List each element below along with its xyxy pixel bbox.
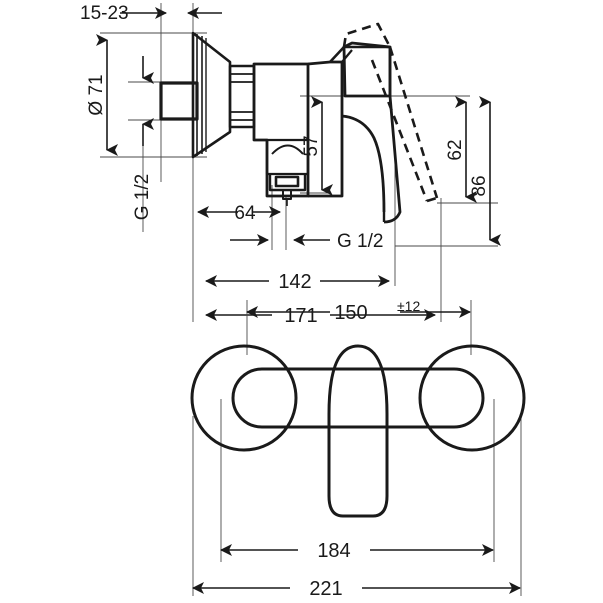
dimension-drop-86: 86 xyxy=(469,96,501,246)
bottom-fitting-inner xyxy=(274,175,300,188)
dimension-body-depth-64: 64 xyxy=(197,203,281,224)
left-escutcheon-circle xyxy=(190,344,298,452)
dimension-outlet-thread: G 1/2 xyxy=(293,231,383,252)
cartridge-curve xyxy=(271,144,304,155)
body-outlet-profile xyxy=(383,95,402,224)
dimension-escutcheon-diameter: Ø 71 xyxy=(86,34,118,156)
dimension-inlet-thread: G 1/2 xyxy=(132,56,154,232)
front-lever-handle xyxy=(327,344,389,518)
dimension-label-150: 150 xyxy=(334,302,367,324)
dimension-projection-171: 171 xyxy=(205,305,436,327)
dimension-projection-142: 142 xyxy=(205,271,390,293)
dimension-wall-thickness: 15-23 xyxy=(80,3,222,24)
dimension-label-tolerance-12: ±12 xyxy=(397,298,420,314)
dimension-label-86: 86 xyxy=(469,175,490,196)
dimension-label-57: 57 xyxy=(301,135,322,156)
dimension-label-221: 221 xyxy=(309,578,342,600)
dimension-label-g-half-outlet: G 1/2 xyxy=(337,231,383,252)
dimension-label-142: 142 xyxy=(278,271,311,293)
body-front-profile xyxy=(341,114,386,213)
dimension-drop-62: 62 xyxy=(445,96,477,203)
lever-handle xyxy=(342,41,392,98)
dimension-label-g-half-inlet: G 1/2 xyxy=(132,174,153,220)
dimension-handle-height-57: 57 xyxy=(301,96,333,196)
dimension-label-64: 64 xyxy=(234,203,256,224)
mixer-side-outline xyxy=(159,31,402,224)
cartridge-cap xyxy=(265,138,310,176)
mixer-front-outline xyxy=(190,344,526,518)
side-elevation-view: 15-23 Ø 71 G 1/2 64 57 xyxy=(80,3,501,327)
dimension-label-diameter-71: Ø 71 xyxy=(86,74,107,115)
front-elevation-view: 150 ±12 184 221 xyxy=(190,298,526,600)
mixer-body-bar xyxy=(231,367,485,429)
dimension-inlet-centres-150: 150 ±12 xyxy=(246,298,471,324)
dimension-body-width-184: 184 xyxy=(220,540,494,562)
dimension-label-184: 184 xyxy=(317,540,350,562)
dimension-label-15-23: 15-23 xyxy=(80,3,129,24)
dimension-label-171: 171 xyxy=(284,305,317,327)
right-escutcheon-circle xyxy=(418,344,526,452)
dimension-overall-width-221: 221 xyxy=(192,578,521,600)
escutcheon-cone xyxy=(191,31,232,159)
bottom-fitting xyxy=(268,174,307,192)
lever-handle-open-position xyxy=(342,22,439,203)
dimension-label-62: 62 xyxy=(445,139,466,160)
